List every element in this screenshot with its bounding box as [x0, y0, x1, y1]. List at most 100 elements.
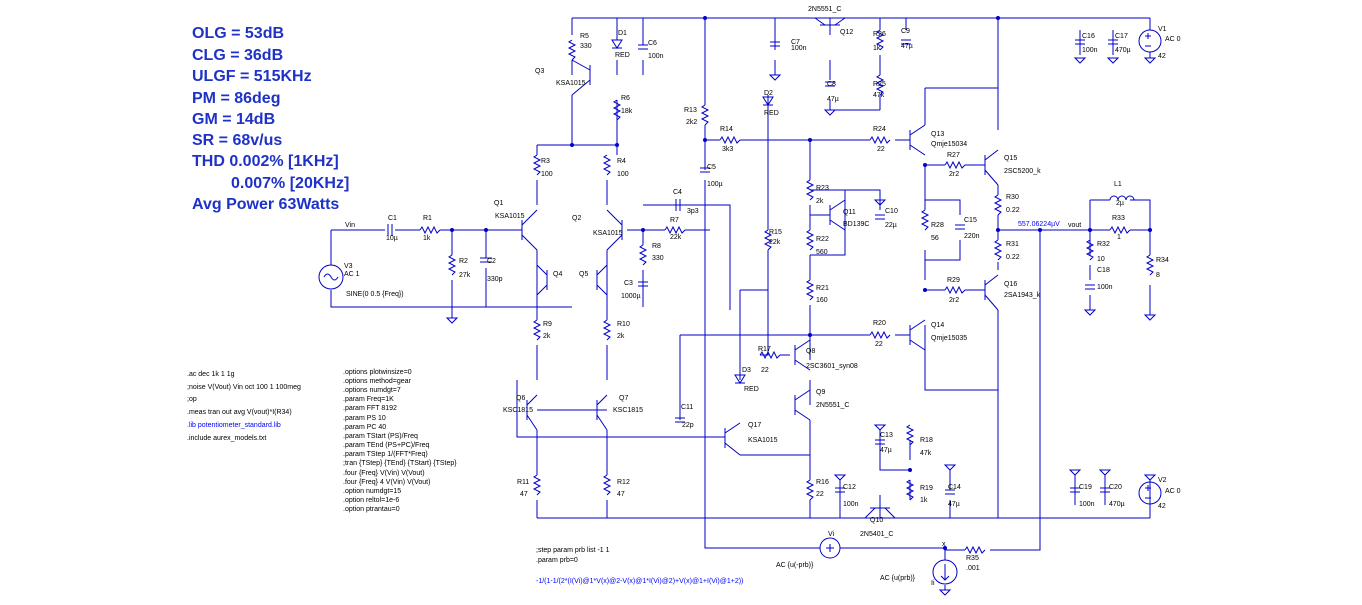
r18-symbol	[905, 424, 915, 446]
q8-symbol	[794, 339, 811, 371]
r11-value: 47	[520, 491, 528, 498]
r24-symbol	[869, 135, 891, 145]
c9-designator: C9	[901, 28, 910, 35]
q15-value: 2SC5200_k	[1004, 168, 1041, 175]
q16-value: 2SA1943_k	[1004, 292, 1041, 299]
q2-value: KSA1015	[593, 230, 623, 237]
r3-designator: R3	[541, 158, 550, 165]
directive-step: ;step param prb list -1 1	[536, 547, 610, 554]
q15-designator: Q15	[1004, 155, 1017, 162]
c13-value: 47µ	[880, 447, 892, 454]
q4-symbol	[536, 264, 548, 296]
r2-designator: R2	[459, 258, 468, 265]
c14-symbol	[945, 489, 955, 495]
q14-symbol	[909, 319, 926, 351]
c16-designator: C16	[1082, 33, 1095, 40]
r27-designator: R27	[947, 152, 960, 159]
c16-value: 100n	[1082, 47, 1098, 54]
r21-value: 160	[816, 297, 828, 304]
r24-designator: R24	[873, 126, 886, 133]
q13-symbol	[909, 124, 926, 156]
q16-symbol	[984, 274, 999, 311]
q9-value: 2N5551_C	[816, 402, 849, 409]
directive-opt-6: .option ptrantau=0	[343, 506, 400, 513]
r32-symbol	[1085, 239, 1095, 261]
c13-designator: C13	[880, 432, 893, 439]
q1-designator: Q1	[494, 200, 503, 207]
r20-designator: R20	[873, 320, 886, 327]
c7-value: 100n	[791, 45, 807, 52]
r22-symbol	[805, 229, 815, 251]
c16-symbol	[1075, 39, 1085, 45]
r1-designator: R1	[423, 215, 432, 222]
c2-value: 330p	[487, 276, 503, 283]
component-symbol-layer	[318, 16, 1162, 585]
c11-value: 22p	[682, 422, 694, 429]
q10-symbol	[864, 500, 896, 519]
r30-designator: R30	[1006, 194, 1019, 201]
directive-param-6: .param TEnd (PS+PC)/Freq	[343, 442, 430, 449]
q9-designator: Q9	[816, 389, 825, 396]
r12-designator: R12	[617, 479, 630, 486]
v3-symbol	[318, 264, 344, 290]
r4-designator: R4	[617, 158, 626, 165]
v1b-value: 42	[1158, 53, 1166, 60]
r25-symbol	[875, 74, 885, 96]
r11-symbol	[532, 474, 542, 496]
q5-designator: Q5	[579, 271, 588, 278]
spec-clg: CLG = 36dB	[192, 47, 284, 64]
c12-value: 100n	[843, 501, 859, 508]
directive-four-2: .four {Freq} 4 V(Vin) V(Vout)	[343, 479, 431, 486]
loop-gain-formula: -1/(1-1/(2*(I(Vi)@1*V(x)@2-V(x)@1*I(Vi)@…	[536, 578, 744, 585]
d1-value: RED	[615, 52, 630, 59]
r16-designator: R16	[816, 479, 829, 486]
r18-value: 47k	[920, 450, 932, 457]
q16-designator: Q16	[1004, 281, 1017, 288]
r18-designator: R18	[920, 437, 933, 444]
q2-designator: Q2	[572, 215, 581, 222]
c1-value: 10µ	[386, 235, 398, 242]
spec-ulgf: ULGF = 515KHz	[192, 68, 312, 85]
q17-value: KSA1015	[748, 437, 778, 444]
r4-value: 100	[617, 171, 629, 178]
ii-value: AC {u(prb)}	[880, 575, 916, 582]
directive-param-2: .param FFT 8192	[343, 405, 397, 412]
r3-value: 100	[541, 171, 553, 178]
c5-symbol	[700, 167, 710, 173]
q3-symbol	[571, 59, 591, 96]
c20-symbol	[1100, 487, 1110, 493]
directive-include: .include aurex_models.txt	[187, 435, 267, 442]
q9-symbol	[794, 389, 811, 421]
c5-designator: C5	[707, 164, 716, 171]
r19-value: 1k	[920, 497, 928, 504]
directive-op: ;op	[187, 396, 197, 403]
d2-designator: D2	[764, 90, 773, 97]
q17-designator: Q17	[748, 422, 761, 429]
r35-symbol	[964, 545, 986, 555]
r5-value: 330	[580, 43, 592, 50]
r31-symbol	[993, 239, 1003, 261]
c18-symbol	[1085, 284, 1095, 290]
q3-designator: Q3	[535, 68, 544, 75]
r31-value: 0.22	[1006, 254, 1020, 261]
c15-designator: C15	[964, 217, 977, 224]
r1-symbol	[419, 225, 441, 235]
r21-symbol	[805, 279, 815, 301]
r10-designator: R10	[617, 321, 630, 328]
r25-value: 47k	[873, 92, 885, 99]
r27-value: 2r2	[949, 171, 959, 178]
directive-noise: ;noise V(Vout) Vin oct 100 1 100meg	[187, 384, 301, 391]
d1-designator: D1	[618, 30, 627, 37]
vi-designator: Vi	[828, 531, 835, 538]
directive-ac: .ac dec 1k 1 1g	[187, 371, 235, 378]
c19-designator: C19	[1079, 484, 1092, 491]
v2-designator: V2	[1158, 477, 1167, 484]
c20-designator: C20	[1109, 484, 1122, 491]
net-label-vin: Vin	[345, 222, 355, 229]
q11-symbol	[810, 199, 846, 231]
r8-symbol	[638, 244, 648, 266]
v2-value: AC 0	[1165, 488, 1181, 495]
r14-symbol	[719, 135, 741, 145]
q6-value: KSC1815	[503, 407, 533, 414]
